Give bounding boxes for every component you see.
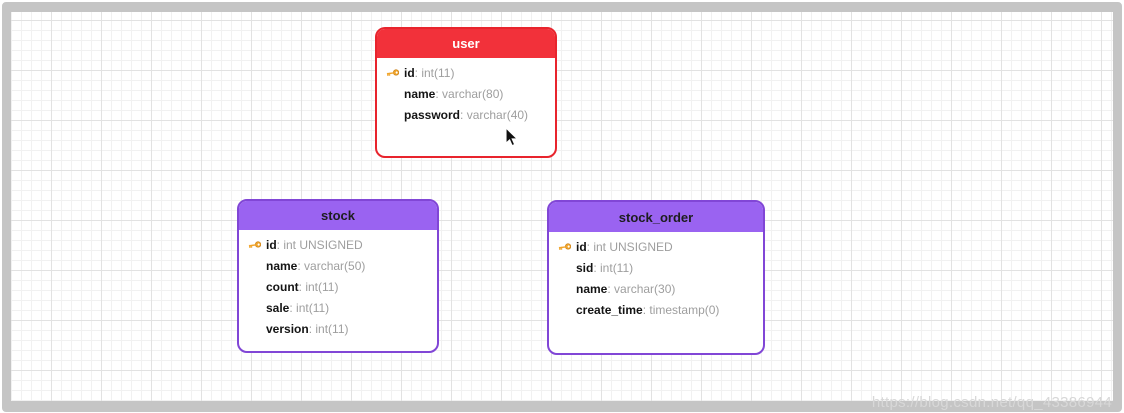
db-table-body: id int UNSIGNED sid int(11) name varchar… — [549, 232, 763, 320]
field-name: count — [266, 279, 299, 294]
db-table-user[interactable]: user id int(11) name varchar(80) passwor… — [375, 27, 557, 158]
field-name: id — [404, 65, 415, 80]
field-type: int(11) — [309, 322, 348, 336]
field-name: id — [576, 239, 587, 254]
db-table-body: id int UNSIGNED name varchar(50) count i… — [239, 230, 437, 339]
db-table-stock_order[interactable]: stock_order id int UNSIGNED sid int(11) … — [547, 200, 765, 355]
field-name: name — [576, 281, 608, 296]
field-name: name — [404, 86, 436, 101]
field-type: varchar(30) — [607, 282, 675, 296]
table-field-row[interactable]: name varchar(50) — [239, 255, 437, 276]
field-type: varchar(80) — [435, 87, 503, 101]
table-field-row[interactable]: name varchar(30) — [549, 278, 763, 299]
field-type: int UNSIGNED — [277, 238, 362, 252]
field-name: sid — [576, 260, 594, 275]
field-name: create_time — [576, 302, 643, 317]
field-name: sale — [266, 300, 290, 315]
field-type: int UNSIGNED — [587, 240, 672, 254]
field-type: varchar(40) — [460, 108, 528, 122]
field-type: int(11) — [289, 301, 329, 315]
db-table-title: stock_order — [618, 209, 694, 225]
table-field-row[interactable]: id int UNSIGNED — [549, 236, 763, 257]
db-table-body: id int(11) name varchar(80) password var… — [377, 58, 555, 125]
table-field-row[interactable]: id int UNSIGNED — [239, 234, 437, 255]
table-field-row[interactable]: sid int(11) — [549, 257, 763, 278]
field-name: name — [266, 258, 298, 273]
field-name: version — [266, 321, 309, 336]
key-icon — [558, 240, 576, 253]
db-table-title: user — [452, 36, 480, 51]
table-field-row[interactable]: name varchar(80) — [377, 83, 555, 104]
db-table-stock[interactable]: stock id int UNSIGNED name varchar(50) c… — [237, 199, 439, 353]
table-field-row[interactable]: create_time timestamp(0) — [549, 299, 763, 320]
key-icon — [248, 238, 266, 251]
table-field-row[interactable]: count int(11) — [239, 276, 437, 297]
field-name: id — [266, 237, 277, 252]
table-field-row[interactable]: sale int(11) — [239, 297, 437, 318]
db-table-title: stock — [321, 208, 355, 223]
db-table-header[interactable]: stock — [239, 201, 437, 230]
key-icon — [386, 66, 404, 79]
table-field-row[interactable]: id int(11) — [377, 62, 555, 83]
field-name: password — [404, 107, 461, 122]
field-type: int(11) — [415, 66, 454, 80]
field-type: int(11) — [593, 261, 633, 275]
field-type: varchar(50) — [297, 259, 365, 273]
table-field-row[interactable]: password varchar(40) — [377, 104, 555, 125]
field-type: int(11) — [299, 280, 338, 294]
table-field-row[interactable]: version int(11) — [239, 318, 437, 339]
db-table-header[interactable]: stock_order — [549, 202, 763, 232]
field-type: timestamp(0) — [643, 303, 719, 317]
db-table-header[interactable]: user — [377, 29, 555, 58]
